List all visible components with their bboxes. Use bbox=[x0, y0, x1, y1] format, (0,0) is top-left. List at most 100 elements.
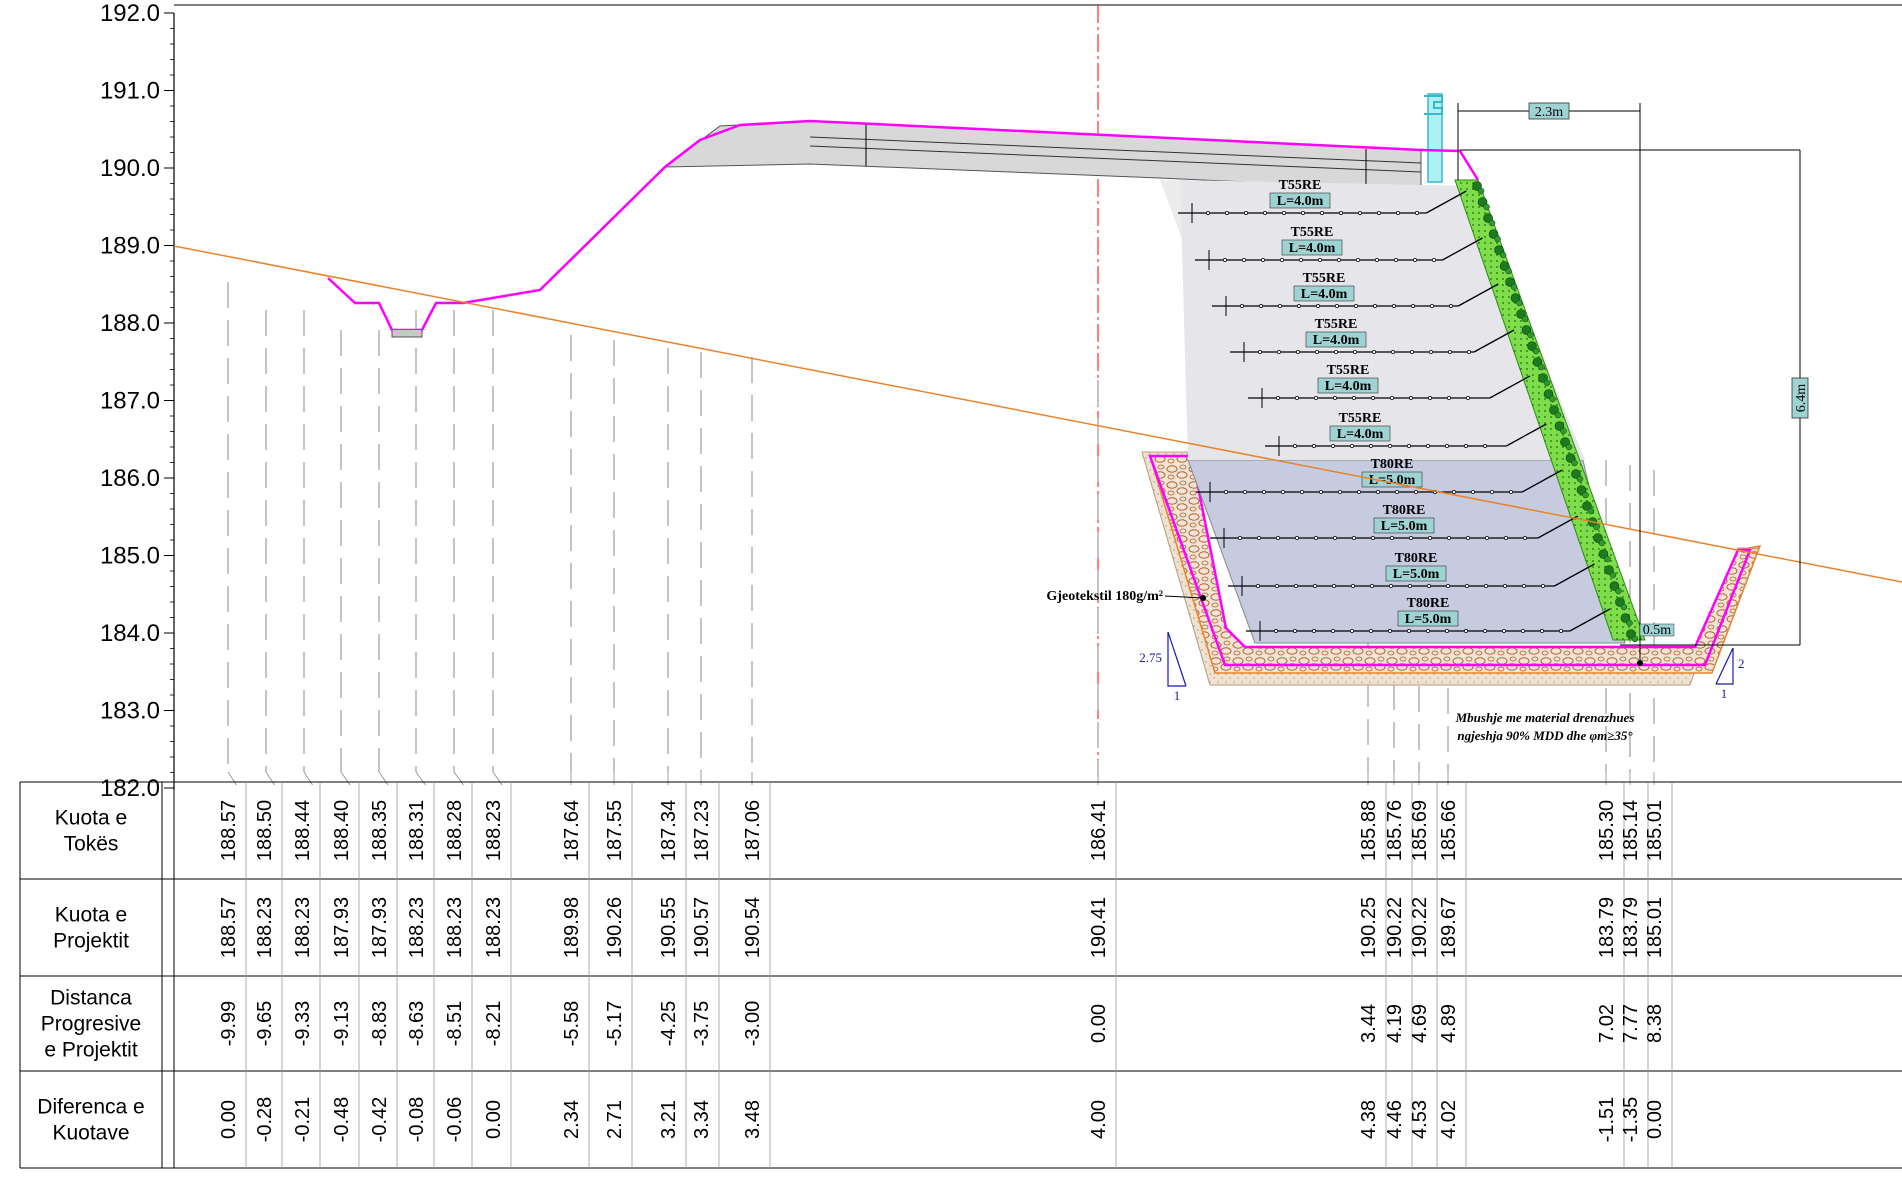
table-cell-ground: 188.31 bbox=[406, 800, 428, 861]
table-cell-distance: -8.21 bbox=[483, 1001, 505, 1047]
shrub bbox=[1604, 565, 1614, 575]
grid-node bbox=[1356, 258, 1360, 262]
grid-node bbox=[1334, 350, 1338, 354]
table-cell-design: 190.41 bbox=[1088, 897, 1110, 958]
layer-length-box bbox=[1329, 425, 1391, 442]
table-cell-distance: 4.19 bbox=[1384, 1004, 1406, 1043]
layer-length-label: L=5.0m bbox=[1381, 519, 1428, 534]
grid-node bbox=[1447, 396, 1451, 400]
grid-node bbox=[1335, 304, 1339, 308]
table-cell-diff: 0.00 bbox=[483, 1100, 505, 1139]
grid-node bbox=[1350, 629, 1354, 633]
shrub bbox=[1560, 427, 1567, 435]
dimension-height: 6.4m bbox=[1460, 149, 1809, 646]
shrub bbox=[1626, 619, 1633, 627]
y-tick-label: 183.0 bbox=[100, 698, 160, 725]
grid-node bbox=[1426, 444, 1430, 448]
grid-node bbox=[1318, 258, 1322, 262]
grid-node bbox=[1277, 350, 1281, 354]
layer-length-label: L=5.0m bbox=[1369, 473, 1416, 488]
grid-node bbox=[1390, 536, 1394, 540]
grid-node bbox=[1262, 490, 1266, 494]
grid-node bbox=[1541, 584, 1545, 588]
shrub bbox=[1499, 251, 1507, 259]
table-cell-design: 190.57 bbox=[691, 897, 713, 958]
grid-node bbox=[1414, 490, 1418, 494]
table-cell-ground: 185.88 bbox=[1358, 800, 1380, 861]
station-leader bbox=[303, 771, 313, 786]
shrub bbox=[1521, 315, 1529, 323]
table-cell-design: 188.23 bbox=[406, 897, 428, 958]
table-cell-design: 187.93 bbox=[331, 897, 353, 958]
shrub bbox=[1615, 587, 1622, 595]
reinforcement-wrap bbox=[1457, 283, 1499, 307]
shrub bbox=[1527, 331, 1534, 339]
table-cell-ground: 185.01 bbox=[1644, 800, 1666, 861]
shrub bbox=[1543, 379, 1551, 387]
grid-node bbox=[1390, 396, 1394, 400]
table-cell-ground: 186.41 bbox=[1088, 800, 1110, 861]
table-cell-design: 183.79 bbox=[1620, 897, 1642, 958]
table-cell-design: 190.25 bbox=[1358, 897, 1380, 958]
point-marker bbox=[1637, 660, 1643, 666]
y-tick-label: 187.0 bbox=[100, 388, 160, 415]
y-tick-label: 184.0 bbox=[100, 620, 160, 647]
shrub bbox=[1488, 219, 1496, 227]
road-layer-1 bbox=[809, 136, 1422, 164]
table-cell-diff: 2.71 bbox=[604, 1100, 626, 1139]
grid-node bbox=[1502, 629, 1506, 633]
grid-node bbox=[1263, 211, 1267, 215]
reinforcement-wrap bbox=[1554, 563, 1595, 587]
layer-length-box bbox=[1373, 517, 1435, 534]
table-cell-diff: 4.46 bbox=[1384, 1100, 1406, 1139]
shrub bbox=[1598, 549, 1609, 559]
station-leader bbox=[415, 771, 426, 786]
row-header-text: Kuota e bbox=[55, 904, 127, 927]
layer-type-label: T55RE bbox=[1315, 317, 1358, 332]
grid-node bbox=[1413, 258, 1417, 262]
grid-node bbox=[1294, 584, 1298, 588]
table-cell-distance: -5.58 bbox=[561, 1001, 583, 1047]
table-cell-diff: -1.35 bbox=[1620, 1097, 1642, 1143]
shrub bbox=[1582, 491, 1589, 499]
table-cell-distance: -9.33 bbox=[292, 1001, 314, 1047]
table-cell-diff: 2.34 bbox=[561, 1100, 583, 1139]
reinforcement-wrap bbox=[1426, 190, 1467, 214]
grid-node bbox=[1464, 629, 1468, 633]
table-cell-ground: 187.06 bbox=[742, 800, 764, 861]
grid-node bbox=[1331, 629, 1335, 633]
shrub bbox=[1516, 309, 1526, 319]
grid-node bbox=[1320, 211, 1324, 215]
layer-type-label: T55RE bbox=[1291, 225, 1334, 240]
grid-node bbox=[1293, 444, 1297, 448]
layer-length-box bbox=[1281, 239, 1343, 256]
shrub bbox=[1582, 501, 1592, 511]
grid-node bbox=[1409, 396, 1413, 400]
layer-length-label: L=4.0m bbox=[1325, 379, 1372, 394]
table-cell-design: 188.23 bbox=[254, 897, 276, 958]
shrub bbox=[1576, 485, 1587, 495]
grid-node bbox=[1410, 350, 1414, 354]
reinforcement-wrap bbox=[1521, 469, 1563, 493]
layer-length-label: L=4.0m bbox=[1337, 427, 1384, 442]
table-cell-diff: -0.08 bbox=[406, 1097, 428, 1143]
table-cell-diff: 4.53 bbox=[1409, 1100, 1431, 1139]
dim-height-label: 6.4m bbox=[1794, 384, 1809, 413]
grid-node bbox=[1375, 258, 1379, 262]
grid-node bbox=[1242, 258, 1246, 262]
grid-node bbox=[1280, 258, 1284, 262]
table-cell-ground: 188.57 bbox=[218, 800, 240, 861]
layer-type-label: T80RE bbox=[1395, 551, 1438, 566]
layer-length-box bbox=[1397, 610, 1459, 627]
grid-node bbox=[1256, 584, 1260, 588]
grid-node bbox=[1240, 304, 1244, 308]
table-cell-distance: -8.83 bbox=[369, 1001, 391, 1047]
table-cell-diff: -0.28 bbox=[254, 1097, 276, 1143]
reinforcement-wrap bbox=[1442, 237, 1483, 261]
shrub bbox=[1609, 581, 1620, 591]
grid-node bbox=[1259, 304, 1263, 308]
table-cell-distance: -5.17 bbox=[604, 1001, 626, 1047]
layer-length-label: L=4.0m bbox=[1313, 333, 1360, 348]
y-tick-label: 190.0 bbox=[100, 155, 160, 182]
dimension-width: 2.3m bbox=[1457, 102, 1641, 660]
